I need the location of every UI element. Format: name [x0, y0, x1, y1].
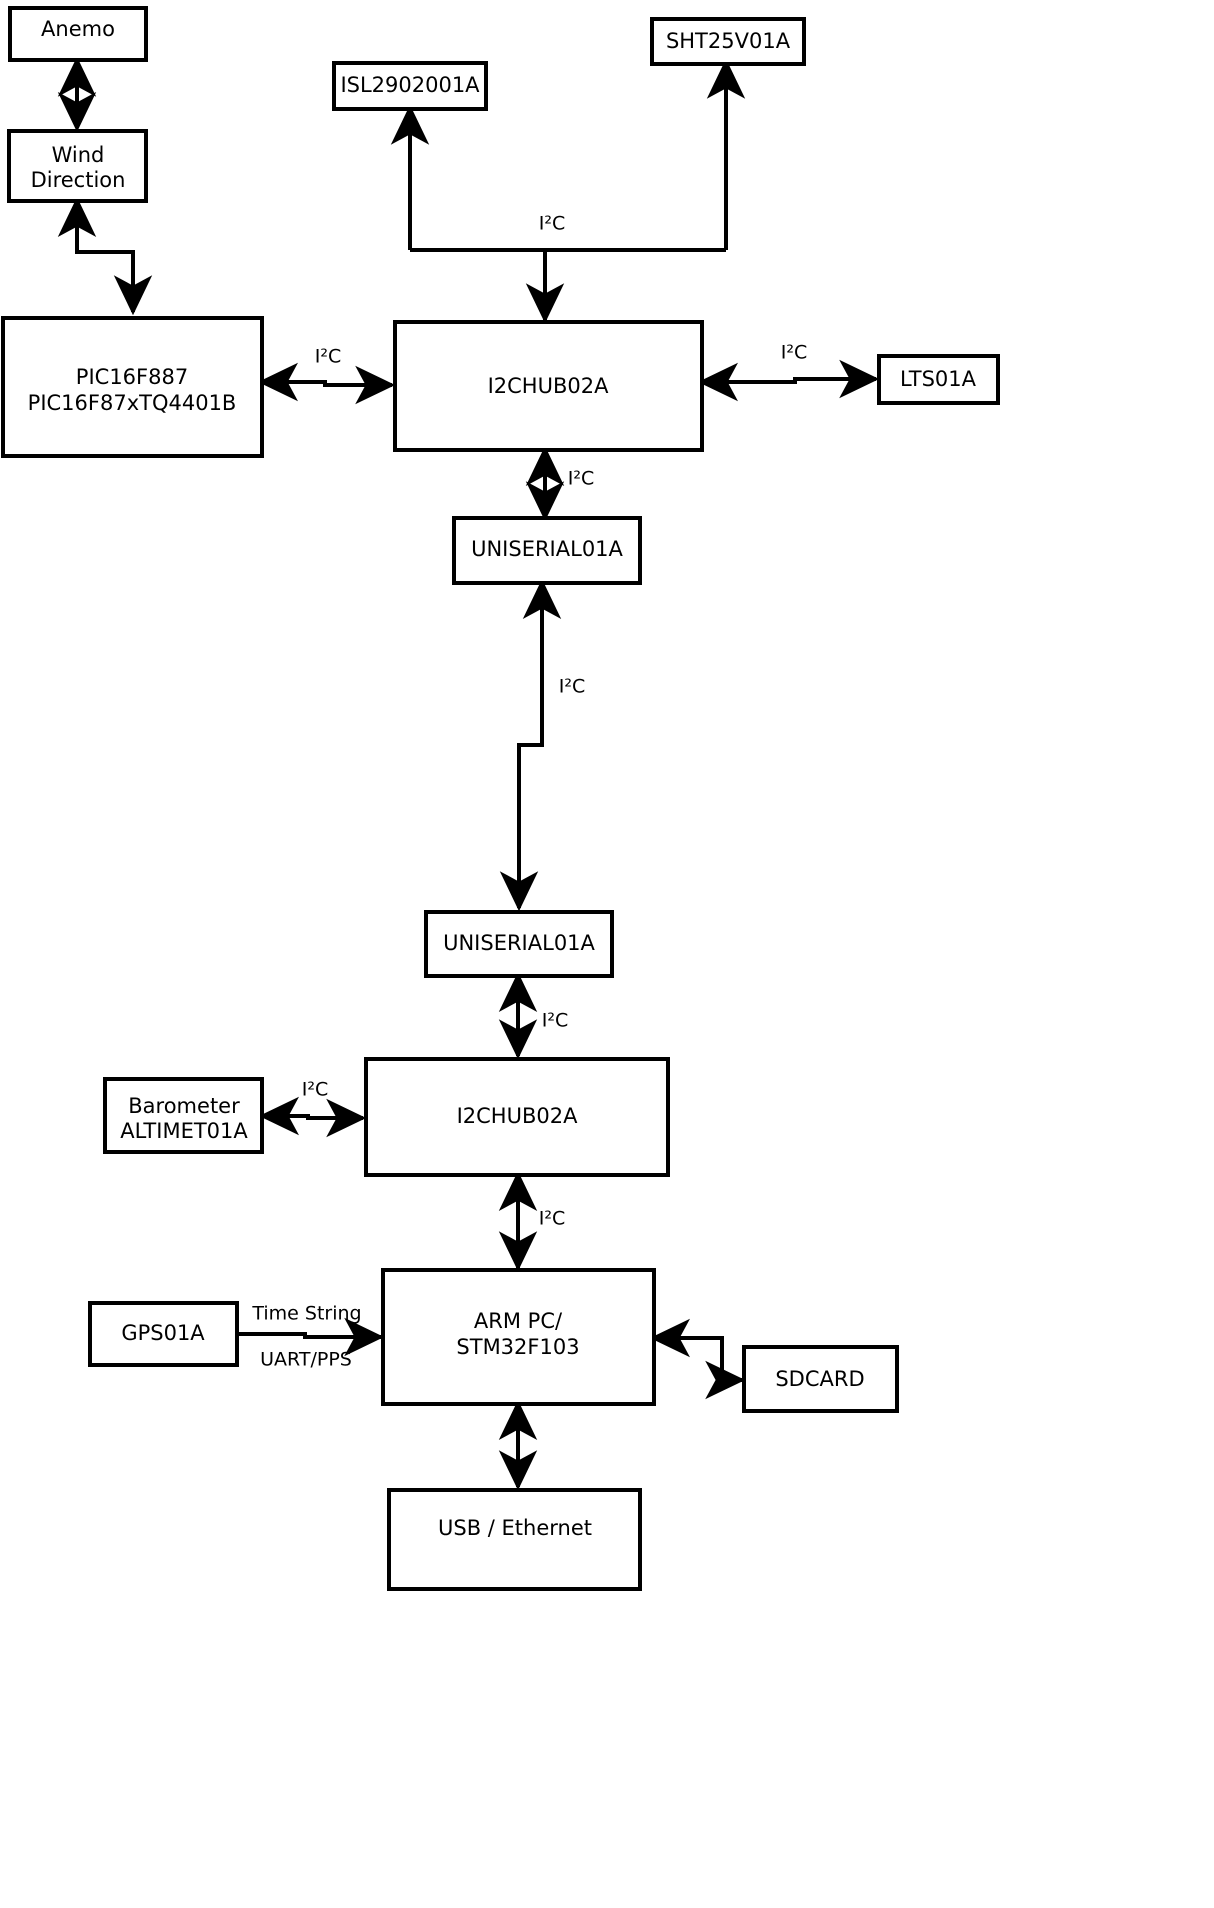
- node-gps01a-label: GPS01A: [121, 1321, 205, 1345]
- edge-unitop-unibottom: [499, 579, 562, 912]
- edge-barometer-hubbottom: [259, 1096, 367, 1138]
- node-usb-ethernet-label: USB / Ethernet: [438, 1516, 592, 1540]
- edge-label-gps-time-string: Time String: [251, 1303, 361, 1325]
- node-anemo-label: Anemo: [41, 17, 115, 41]
- edge-hubtop-lts: [698, 359, 880, 402]
- edge-gps-arm: [237, 1317, 385, 1357]
- edge-label-uni-hub-i2c: I²C: [542, 1010, 569, 1032]
- node-barometer-label-line1: Barometer: [128, 1094, 240, 1118]
- node-pic16f887-label-line1: PIC16F887: [76, 365, 188, 389]
- node-i2chub02a-bottom-rect: [364, 1057, 670, 1177]
- node-sdcard-rect: [742, 1345, 899, 1413]
- edge-label-hub-uni-i2c: I²C: [568, 468, 595, 490]
- edge-pic-hubtop: [258, 362, 396, 405]
- node-i2chub02a-bottom[interactable]: I2CHUB02A: [364, 1057, 670, 1177]
- node-arm-pc-rect: [381, 1268, 656, 1406]
- edge-label-hub-arm-i2c: I²C: [539, 1208, 566, 1230]
- node-pic16f887-label-line2: PIC16F87xTQ4401B: [28, 391, 237, 415]
- node-sht25v01a-label: SHT25V01A: [666, 29, 791, 53]
- node-uniserial01a-top-rect: [452, 516, 642, 585]
- node-wind-direction-label-line1: Wind: [52, 143, 105, 167]
- node-wind-direction[interactable]: Wind Direction: [7, 129, 148, 203]
- edge-label-bus-top-i2c: I²C: [539, 213, 566, 235]
- edge-label-hub-lts-i2c: I²C: [781, 342, 808, 364]
- node-i2chub02a-top-rect: [393, 320, 704, 452]
- node-wind-direction-rect: [7, 129, 148, 203]
- node-gps01a-rect: [88, 1301, 239, 1367]
- node-barometer-altimet01a[interactable]: Barometer ALTIMET01A: [103, 1077, 264, 1154]
- edge-arm-sdcard: [650, 1318, 746, 1400]
- node-arm-pc-stm32f103[interactable]: ARM PC/ STM32F103: [381, 1268, 656, 1406]
- node-anemo[interactable]: Anemo: [8, 6, 148, 62]
- node-isl2902001a[interactable]: ISL2902001A: [332, 61, 488, 111]
- node-sht25v01a-rect: [650, 17, 806, 66]
- edge-label-pic-hub-i2c: I²C: [315, 346, 342, 368]
- edge-pic-wind: [57, 197, 153, 316]
- node-arm-pc-label-line1: ARM PC/: [474, 1309, 563, 1333]
- edge-label-gps-uart-pps: UART/PPS: [260, 1349, 352, 1371]
- node-sdcard-label: SDCARD: [775, 1367, 864, 1391]
- node-barometer-rect: [103, 1077, 264, 1154]
- node-uniserial01a-top-label: UNISERIAL01A: [471, 537, 623, 561]
- node-i2chub02a-top-label: I2CHUB02A: [488, 374, 610, 398]
- node-uniserial01a-bottom[interactable]: UNISERIAL01A: [424, 910, 614, 978]
- node-usb-ethernet[interactable]: USB / Ethernet: [387, 1488, 642, 1591]
- node-i2chub02a-top[interactable]: I2CHUB02A: [393, 320, 704, 452]
- node-sht25v01a[interactable]: SHT25V01A: [650, 17, 806, 66]
- node-usb-ethernet-rect: [387, 1488, 642, 1591]
- node-uniserial01a-bottom-rect: [424, 910, 614, 978]
- node-gps01a[interactable]: GPS01A: [88, 1301, 239, 1367]
- node-pic16f887[interactable]: PIC16F887 PIC16F87xTQ4401B: [1, 316, 264, 458]
- node-isl2902001a-label: ISL2902001A: [340, 73, 480, 97]
- node-lts01a[interactable]: LTS01A: [877, 354, 1000, 405]
- node-lts01a-rect: [877, 354, 1000, 405]
- node-i2chub02a-bottom-label: I2CHUB02A: [457, 1104, 579, 1128]
- edge-label-uni-uni-i2c: I²C: [559, 676, 586, 698]
- node-pic16f887-rect: [1, 316, 264, 458]
- edge-label-barometer-hub-i2c: I²C: [302, 1079, 329, 1101]
- node-barometer-label-line2: ALTIMET01A: [120, 1119, 248, 1143]
- node-arm-pc-label-line2: STM32F103: [456, 1335, 579, 1359]
- node-isl2902001a-rect: [332, 61, 488, 111]
- node-wind-direction-label-line2: Direction: [31, 168, 126, 192]
- node-lts01a-label: LTS01A: [900, 367, 977, 391]
- node-sdcard[interactable]: SDCARD: [742, 1345, 899, 1413]
- node-anemo-rect: [8, 6, 148, 62]
- node-uniserial01a-bottom-label: UNISERIAL01A: [443, 931, 595, 955]
- node-uniserial01a-top[interactable]: UNISERIAL01A: [452, 516, 642, 585]
